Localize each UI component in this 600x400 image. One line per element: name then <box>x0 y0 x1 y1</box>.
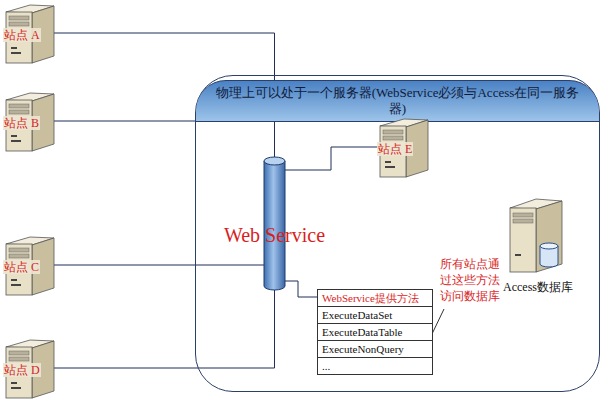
callout-note: 所有站点通过这些方法访问数据库 <box>440 256 502 304</box>
connector-line <box>285 281 317 297</box>
service-label: Web Service <box>224 224 325 246</box>
connector-line <box>285 147 379 170</box>
site-label: 站点 C <box>3 260 40 274</box>
server-region: 物理上可以处于一个服务器(WebService必须与Access在同一服务器) 站… <box>195 75 600 392</box>
server-node: 站点 C <box>2 234 60 296</box>
connector-line <box>54 265 264 266</box>
server-node: 站点 E <box>376 116 434 178</box>
method-name: ExecuteDataSet <box>318 307 432 324</box>
site-label: 站点 E <box>377 142 413 156</box>
method-name: ExecuteDataTable <box>318 324 432 341</box>
server-node: 站点 D <box>2 337 60 399</box>
server-node: 站点 B <box>2 90 60 152</box>
connector-line <box>54 289 275 368</box>
method-name: ... <box>318 358 432 374</box>
site-label: 站点 D <box>3 363 41 377</box>
region-title: 物理上可以处于一个服务器(WebService必须与Access在同一服务器) <box>196 85 599 117</box>
web-service-cylinder: Web Service <box>263 156 286 291</box>
table-heading: WebService提供方法 <box>318 290 432 307</box>
method-name: ExecuteNonQuery <box>318 341 432 358</box>
leader-line <box>432 309 444 334</box>
site-label: 站点 A <box>3 28 41 42</box>
database-server: Access数据库 <box>501 196 591 296</box>
method-table: WebService提供方法ExecuteDataSetExecuteDataT… <box>317 289 433 375</box>
server-node: 站点 A <box>2 2 60 64</box>
connector-line <box>54 121 275 158</box>
database-label: Access数据库 <box>503 280 573 294</box>
header-band: 物理上可以处于一个服务器(WebService必须与Access在同一服务器) <box>196 80 599 122</box>
site-label: 站点 B <box>3 116 40 130</box>
